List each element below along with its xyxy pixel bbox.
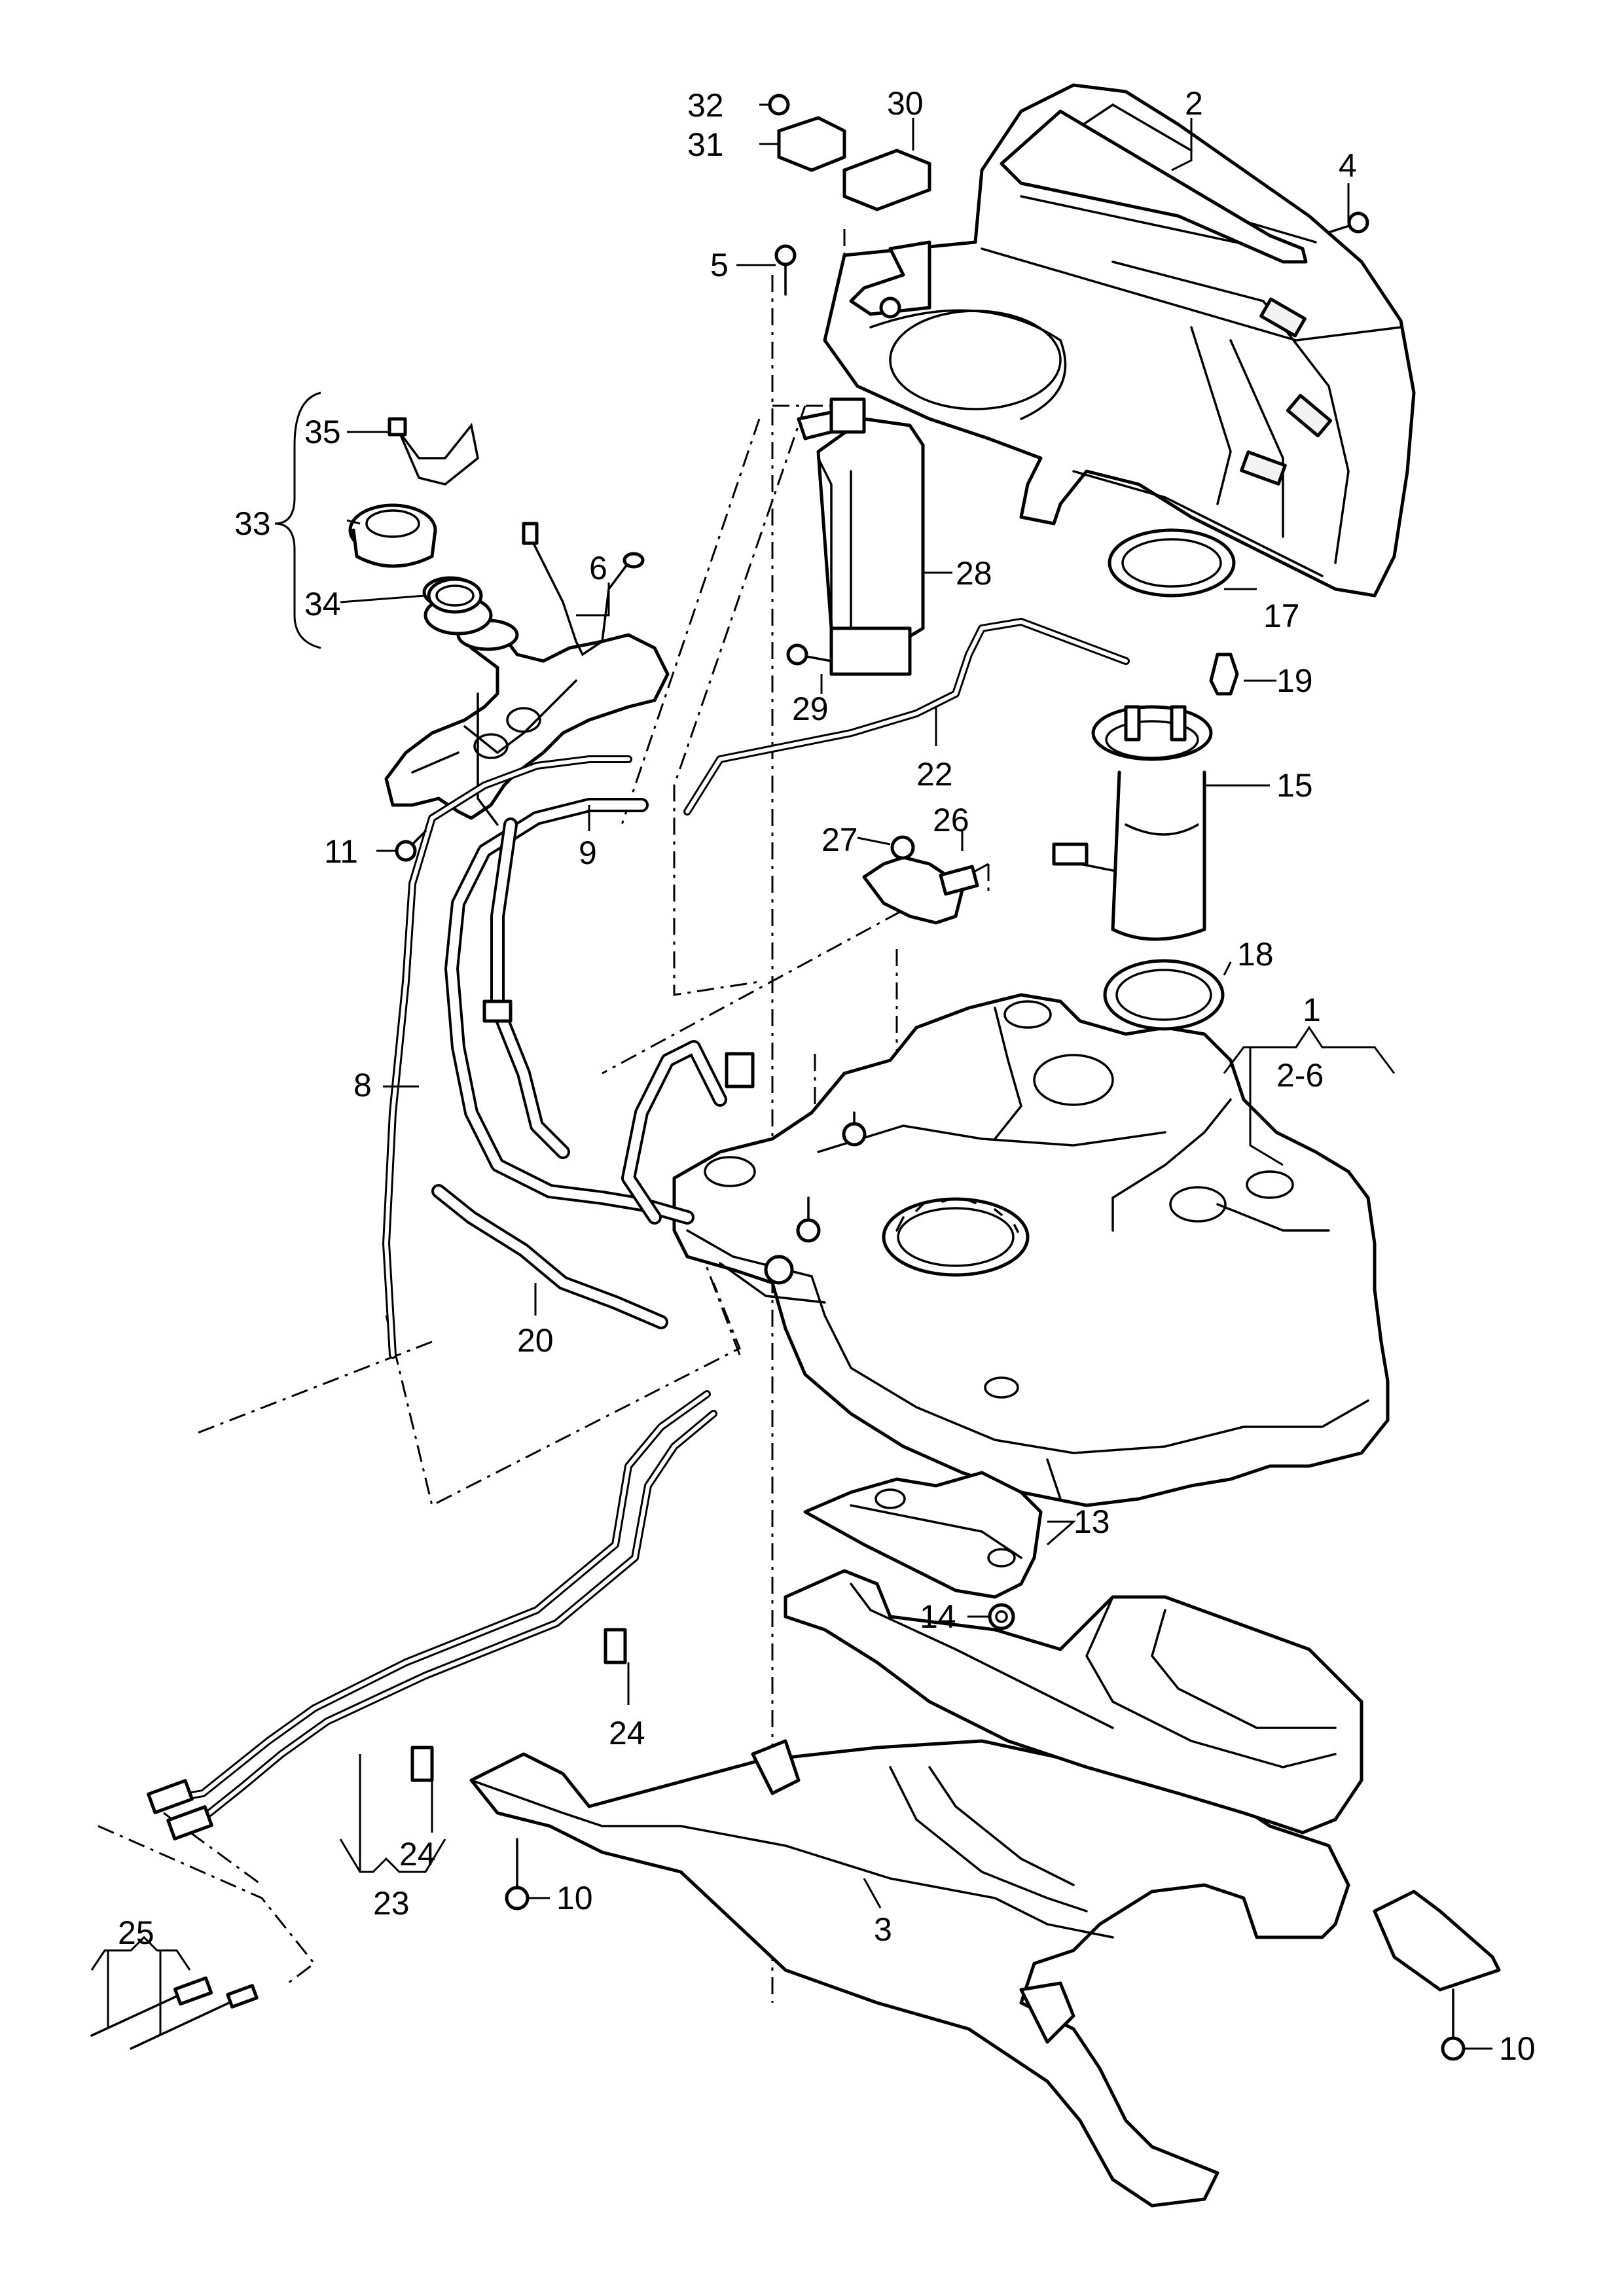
line-end-fittings [90, 1779, 259, 2050]
callout-33: 33 [234, 505, 271, 542]
bolt-11 [395, 830, 427, 862]
callout-4: 4 [1339, 147, 1357, 184]
callout-35: 35 [304, 414, 341, 450]
callout-30: 30 [887, 85, 924, 122]
callout-23: 23 [373, 1885, 410, 1922]
callout-20: 20 [517, 1322, 554, 1359]
callout-10-left: 10 [556, 1880, 593, 1916]
fuel-pump [1052, 705, 1213, 941]
callout-26: 26 [933, 802, 969, 838]
callout-22: 22 [916, 756, 953, 793]
callout-2-6: 2-6 [1276, 1057, 1324, 1094]
fuel-filler-cap [348, 503, 437, 568]
bolt-10a [505, 1838, 530, 1910]
canister-line [683, 618, 1130, 816]
leader-lines [340, 103, 1492, 2050]
callout-1: 1 [1303, 992, 1321, 1028]
tank-strap [469, 1569, 1501, 2208]
bolt-10b [1441, 1988, 1466, 2061]
callout-3: 3 [874, 1911, 892, 1948]
callout-8: 8 [353, 1067, 372, 1103]
group-brackets [90, 391, 1396, 2036]
callout-28: 28 [956, 555, 992, 592]
callout-24-lower: 24 [399, 1836, 436, 1873]
charcoal-canister [797, 397, 925, 676]
nut-14 [988, 1603, 1015, 1630]
small-shield [803, 1471, 1043, 1599]
callout-15: 15 [1276, 767, 1313, 804]
pump-seal [1103, 959, 1225, 1031]
pump-connector [1209, 653, 1239, 696]
callout-27: 27 [821, 821, 858, 858]
callout-29: 29 [792, 691, 829, 727]
callout-5: 5 [710, 247, 729, 283]
control-unit [768, 94, 931, 211]
callout-2: 2 [1185, 85, 1203, 122]
fuel-return-hose [431, 1040, 727, 1329]
cap-tether [388, 417, 479, 486]
vent-hose [444, 798, 695, 1225]
purge-valve [862, 835, 979, 925]
ground-cable [522, 522, 645, 656]
bolt-29 [786, 643, 833, 666]
callout-17: 17 [1263, 598, 1300, 634]
callout-31: 31 [687, 126, 724, 163]
heat-shield [823, 83, 1416, 598]
fuel-supply-line [160, 1390, 717, 1830]
callout-10-right: 10 [1499, 2030, 1536, 2067]
callout-13: 13 [1074, 1503, 1110, 1540]
filler-seal-ring [427, 577, 483, 614]
filler-neck [384, 576, 670, 826]
callout-24-upper: 24 [609, 1715, 645, 1751]
bolt-5 [774, 244, 797, 296]
callout-6: 6 [589, 550, 607, 586]
callout-9: 9 [579, 834, 597, 871]
part-labels: 1 2-6 2 3 4 5 6 8 9 10 10 11 13 14 15 17… [118, 85, 1536, 2067]
callout-14: 14 [920, 1598, 956, 1635]
callout-11: 11 [324, 833, 358, 870]
callout-25: 25 [118, 1914, 154, 1951]
callout-19: 19 [1276, 662, 1313, 699]
filler-breather-pipe [382, 755, 632, 1359]
callout-32: 32 [687, 87, 724, 124]
fuel-tank [672, 993, 1390, 1507]
callout-34: 34 [304, 586, 341, 622]
bolts [395, 211, 1466, 2061]
callout-18: 18 [1237, 936, 1274, 973]
pump-lock-ring [1108, 528, 1236, 598]
line-clips [410, 999, 755, 1782]
